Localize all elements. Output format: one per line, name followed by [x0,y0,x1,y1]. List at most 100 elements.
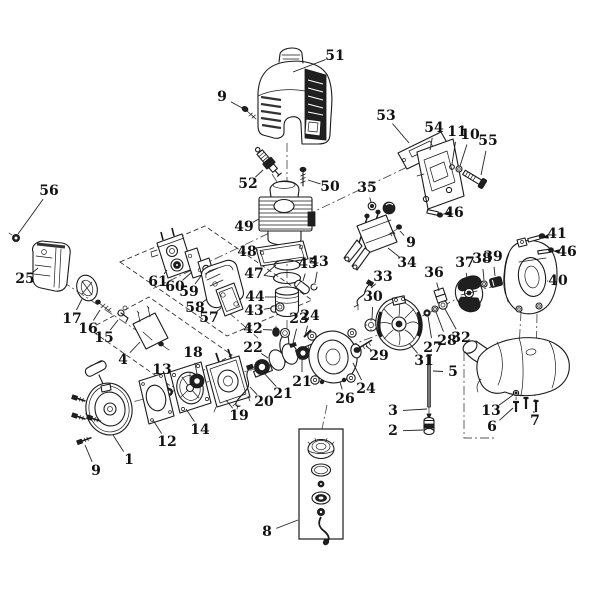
part-label-1: 1 [124,452,134,468]
washer-large [455,165,463,173]
part-callout-42: 42 [243,321,273,337]
part-callout-26: 26 [335,381,355,407]
leader-line [263,307,272,310]
part-label-25: 25 [15,271,34,287]
throttle-bracket [132,305,170,351]
part-callout-12: 12 [152,419,177,450]
mount-bolt [462,169,487,189]
flat-washer [431,305,439,313]
part-callout-13: 13 [481,394,514,419]
leader-line [255,169,264,178]
part-callout-31: 31 [408,342,434,369]
part-callout-46: 46 [552,244,577,260]
part-callout-11: 11 [447,124,467,165]
part-callout-61: 61 [148,269,168,290]
leader-line [427,315,432,339]
part-label-19: 19 [229,408,248,424]
leader-line [163,269,168,275]
part-label-46: 46 [557,244,576,260]
leader-line [451,141,456,165]
part-callout-43: 43 [244,303,272,319]
part-label-44: 44 [245,289,265,305]
leader-line [263,264,277,276]
leader-line [402,429,424,432]
clutch-washer [480,280,488,288]
part-label-6: 6 [487,419,497,435]
part-label-51: 51 [325,48,344,64]
part-callout-51: 51 [292,48,345,73]
piston-pin [294,279,310,295]
cover-screw-lower [537,247,554,255]
part-callout-23: 23 [289,311,309,344]
leader-line [276,519,299,529]
ignition-coil-part [343,201,398,271]
part-label-17: 17 [62,311,81,327]
part-label-10: 10 [460,127,480,143]
part-callout-6: 6 [487,407,514,435]
leader-line [480,150,487,176]
clutch-part [454,275,484,313]
leader-line [408,342,418,354]
filter-screw [95,299,112,313]
part-label-14: 14 [190,422,210,438]
washer-small [449,164,455,170]
part-label-61: 61 [148,274,167,290]
cover-nut [8,232,20,242]
part-label-56: 56 [39,183,58,199]
flywheel-nut [423,309,431,317]
leader-line [262,371,277,387]
part-label-13: 13 [152,362,171,378]
part-label-28: 28 [437,333,456,349]
part-label-21: 21 [273,386,292,402]
part-callout-25: 25 [15,267,39,287]
part-label-18: 18 [183,345,202,361]
leader-line [216,307,222,312]
part-callout-40: 40 [547,273,568,289]
part-callout-24: 24 [352,362,376,397]
leader-line [32,267,39,273]
part-label-57: 57 [199,310,218,326]
part-callout-18: 18 [183,345,203,375]
leader-arrowhead [553,249,560,254]
leader-line [392,123,410,144]
part-label-21: 21 [292,374,311,390]
tank-screws-pair [523,396,539,412]
part-callout-46: 46 [442,205,464,221]
part-callout-5: 5 [432,364,458,380]
cylinder-part [258,180,316,246]
crankcase-part [307,328,362,385]
part-label-42: 42 [243,321,262,337]
leader-line [185,408,195,422]
leader-line [365,345,372,351]
part-callout-59: 59 [179,275,202,300]
leader-line [230,101,245,110]
piston-rings [272,259,302,285]
ground-wire [232,363,255,410]
leader-line [339,381,343,390]
leader-line [263,274,276,278]
part-callout-13: 13 [152,362,172,391]
part-callout-1: 1 [112,434,134,468]
bracket-screw [426,209,443,218]
leader-line [314,271,318,284]
circlip-right [310,283,318,291]
part-callout-10: 10 [459,127,480,167]
leader-line [444,308,457,330]
part-callout-19: 19 [225,399,249,424]
part-label-35: 35 [357,180,376,196]
starter-screw-lower [76,436,92,446]
part-label-58: 58 [185,300,204,316]
starter-screws [71,394,101,423]
part-label-12: 12 [157,434,176,450]
part-label-24: 24 [300,308,320,324]
group-boxes [88,225,313,388]
crankshaft-key [289,341,297,349]
leader-line [369,197,372,203]
part-callout-14: 14 [185,408,210,438]
recoil-starter-part [84,360,133,436]
flywheel-part [375,295,423,351]
part-label-27: 27 [423,340,442,356]
part-callout-30: 30 [363,289,383,320]
